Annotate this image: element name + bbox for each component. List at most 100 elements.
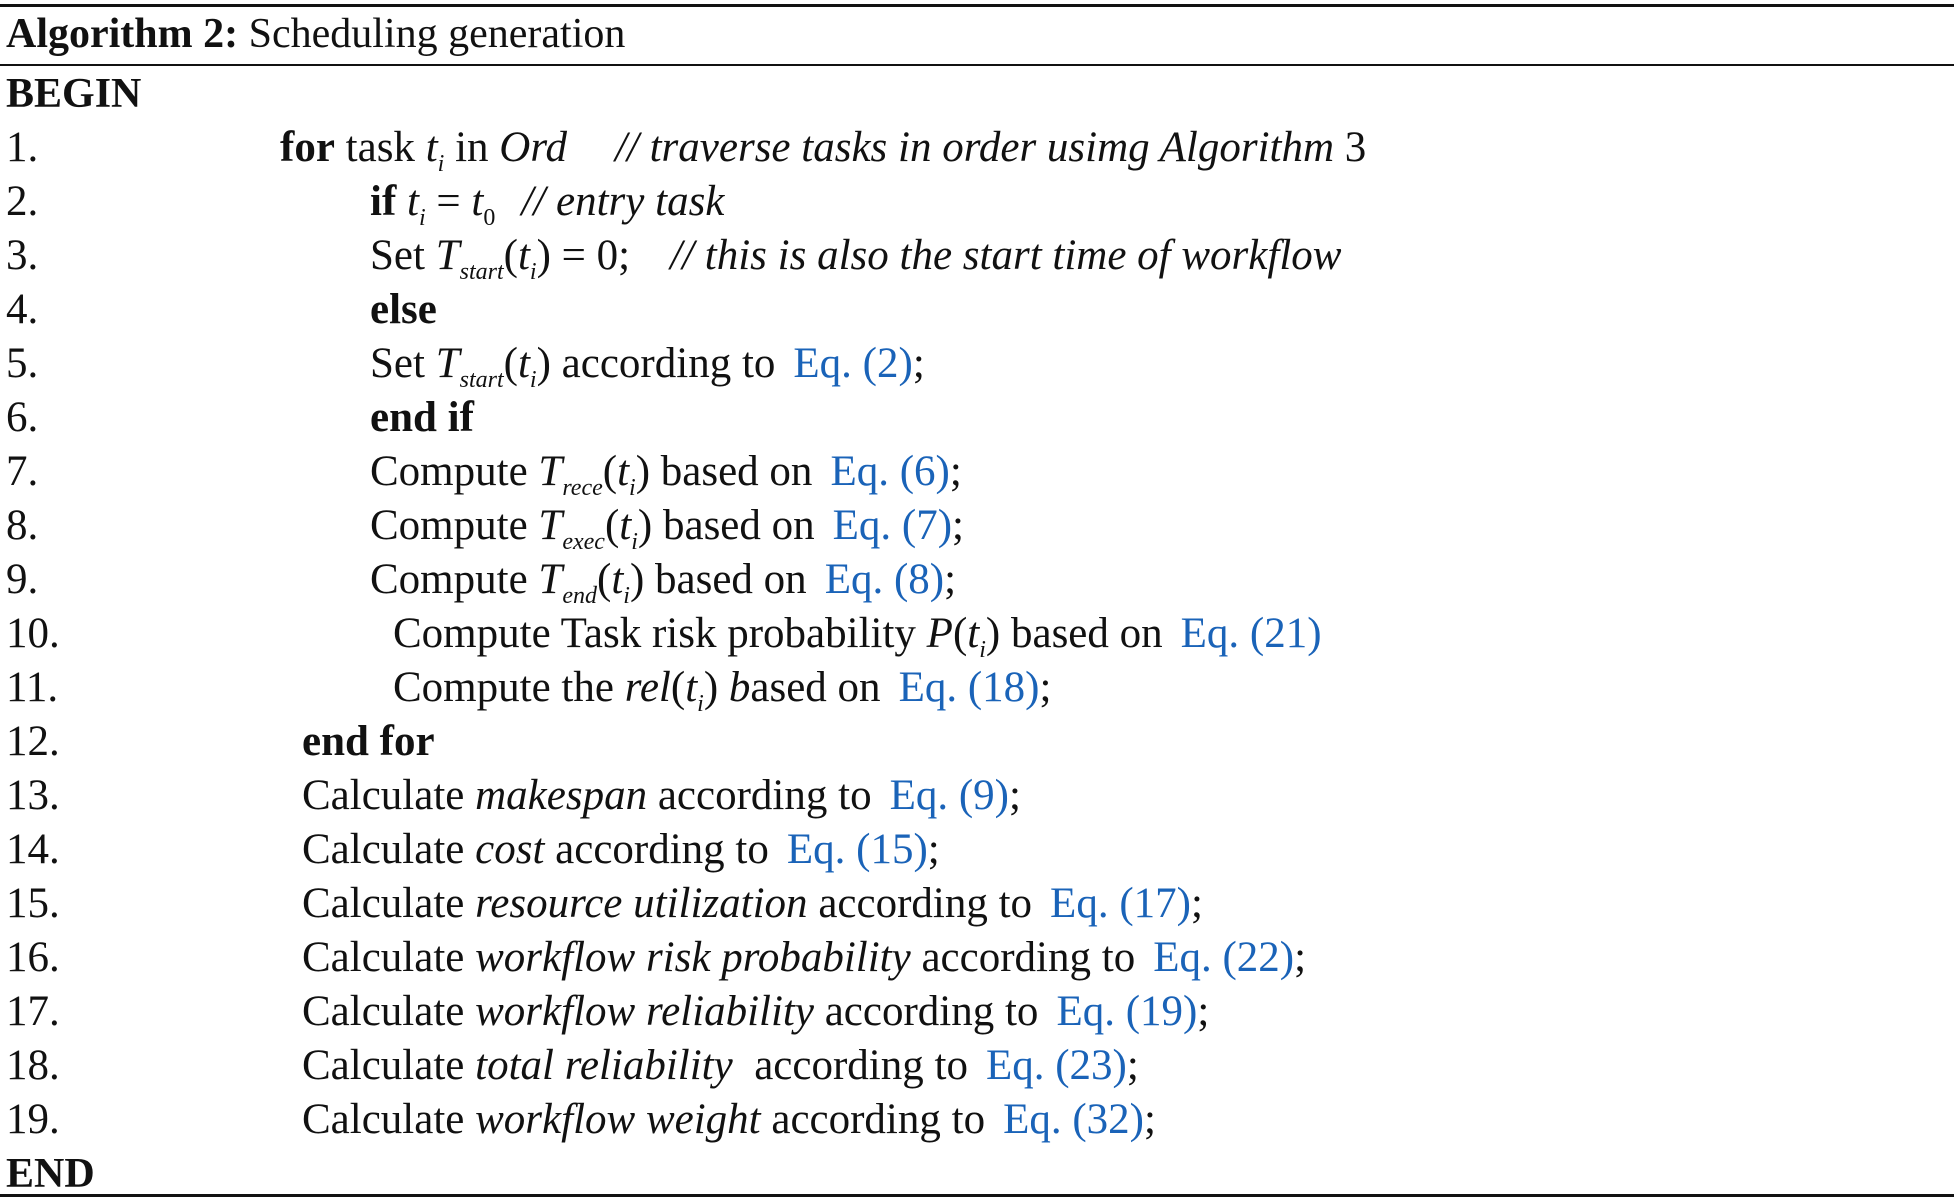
line-number: 6. (6, 394, 39, 441)
equation-link[interactable]: Eq. (32) (1003, 1096, 1144, 1143)
line-code: Calculate resource utilization according… (302, 877, 1203, 931)
var-t: t (425, 124, 438, 171)
semicolon: ; (1144, 1096, 1156, 1143)
semicolon: ; (1294, 934, 1307, 981)
line-number: 12. (6, 718, 60, 765)
equation-link[interactable]: Eq. (21) (1180, 610, 1322, 657)
metric-workflow-reliability: workflow reliability (475, 988, 814, 1035)
line-number: 1. (6, 124, 39, 171)
line-number: 18. (6, 1042, 60, 1089)
equation-link[interactable]: Eq. (9) (889, 772, 1009, 819)
word-compute: Compute (370, 556, 528, 603)
subscript-exec: exec (562, 529, 605, 555)
equation-link[interactable]: Eq. (6) (830, 448, 950, 495)
equals-sign: = (436, 178, 461, 225)
var-t: t (685, 664, 698, 711)
word-task: task (345, 124, 415, 171)
equation-link[interactable]: Eq. (19) (1056, 988, 1198, 1035)
phrase-according-to: according to (824, 988, 1039, 1035)
var-t: t (619, 502, 632, 549)
var-t: t (517, 232, 530, 279)
var-t: t (517, 340, 530, 387)
line-code: Calculate workflow reliability according… (302, 985, 1209, 1039)
metric-cost: cost (475, 826, 545, 873)
var-T: T (538, 502, 563, 549)
word-set: Set (370, 232, 425, 279)
subscript-i: i (697, 691, 704, 717)
semicolon: ; (912, 340, 925, 387)
line-number: 19. (6, 1096, 60, 1143)
semicolon: ; (949, 448, 962, 495)
word-compute: Compute (370, 502, 528, 549)
equation-link[interactable]: Eq. (7) (832, 502, 953, 549)
phrase-according-to: according to (561, 340, 776, 387)
algorithm-line-4: 4. else (0, 283, 1954, 337)
equation-link[interactable]: Eq. (22) (1153, 934, 1295, 981)
subscript-i: i (437, 151, 445, 177)
var-T: T (435, 340, 460, 387)
phrase-based-on: based on (1010, 610, 1163, 657)
subscript-i: i (979, 637, 986, 663)
semicolon: ; (944, 556, 957, 603)
var-T: T (538, 448, 563, 495)
equation-link[interactable]: Eq. (8) (824, 556, 945, 603)
var-t: t (407, 178, 419, 225)
var-t: t (471, 178, 484, 225)
semicolon: ; (1126, 1042, 1139, 1089)
algorithm-line-16: 16. Calculate workflow risk probability … (0, 931, 1954, 985)
italic-b: b (728, 664, 751, 711)
subscript-i: i (418, 205, 426, 231)
word-calculate: Calculate (302, 988, 465, 1035)
caption-rule (0, 64, 1954, 66)
metric-workflow-risk-probability: workflow risk probability (475, 934, 911, 981)
var-t: t (617, 448, 630, 495)
line-code: Set Tstart(ti) = 0;// this is also the s… (370, 232, 1342, 285)
begin-keyword: BEGIN (6, 71, 142, 117)
phrase-according-to: according to (921, 934, 1136, 981)
subscript-i: i (529, 259, 537, 285)
phrase-according-to: according to (657, 772, 872, 819)
word-compute: Compute (370, 448, 528, 495)
subscript-i: i (623, 583, 630, 609)
var-P: P (926, 610, 953, 657)
bottom-rule (0, 1194, 1954, 1197)
end-keyword: END (6, 1151, 95, 1197)
algorithm-caption: Algorithm 2: Scheduling generation (6, 8, 625, 60)
phrase-according-to: according to (818, 880, 1033, 927)
semicolon: ; (1190, 880, 1203, 927)
var-t: t (611, 556, 624, 603)
line-code: for task ti in Ord// traverse tasks in o… (280, 121, 1366, 191)
phrase-ased-on: ased on (750, 664, 881, 711)
end-if-keyword: end if (370, 394, 474, 441)
algorithm-line-19: 19. Calculate workflow weight according … (0, 1093, 1954, 1147)
word-calculate: Calculate (302, 934, 465, 981)
metric-resource-utilization: resource utilization (475, 880, 808, 927)
word-calculate: Calculate (302, 1096, 465, 1143)
equation-link[interactable]: Eq. (23) (985, 1042, 1127, 1089)
phrase-compute-task-risk: Compute Task risk probability (393, 610, 916, 657)
subscript-0: 0 (483, 205, 496, 231)
algorithm-line-15: 15. Calculate resource utilization accor… (0, 877, 1954, 931)
line-number: 2. (6, 178, 39, 225)
metric-makespan: makespan (475, 772, 648, 819)
line-code: Calculate total reliability according to… (302, 1039, 1139, 1093)
equation-link[interactable]: Eq. (15) (786, 826, 928, 873)
equation-link[interactable]: Eq. (2) (793, 340, 913, 387)
comment-number: 3 (1344, 124, 1367, 171)
line-number: 11. (6, 664, 59, 711)
subscript-i: i (631, 529, 638, 555)
equation-link[interactable]: Eq. (18) (898, 664, 1040, 711)
line-number: 3. (6, 232, 39, 279)
comment-start-time: // this is also the start time of workfl… (670, 232, 1342, 279)
if-keyword: if (370, 178, 397, 225)
comment-traverse: // traverse tasks in order usimg Algorit… (614, 124, 1335, 171)
equation-link[interactable]: Eq. (17) (1050, 880, 1191, 927)
